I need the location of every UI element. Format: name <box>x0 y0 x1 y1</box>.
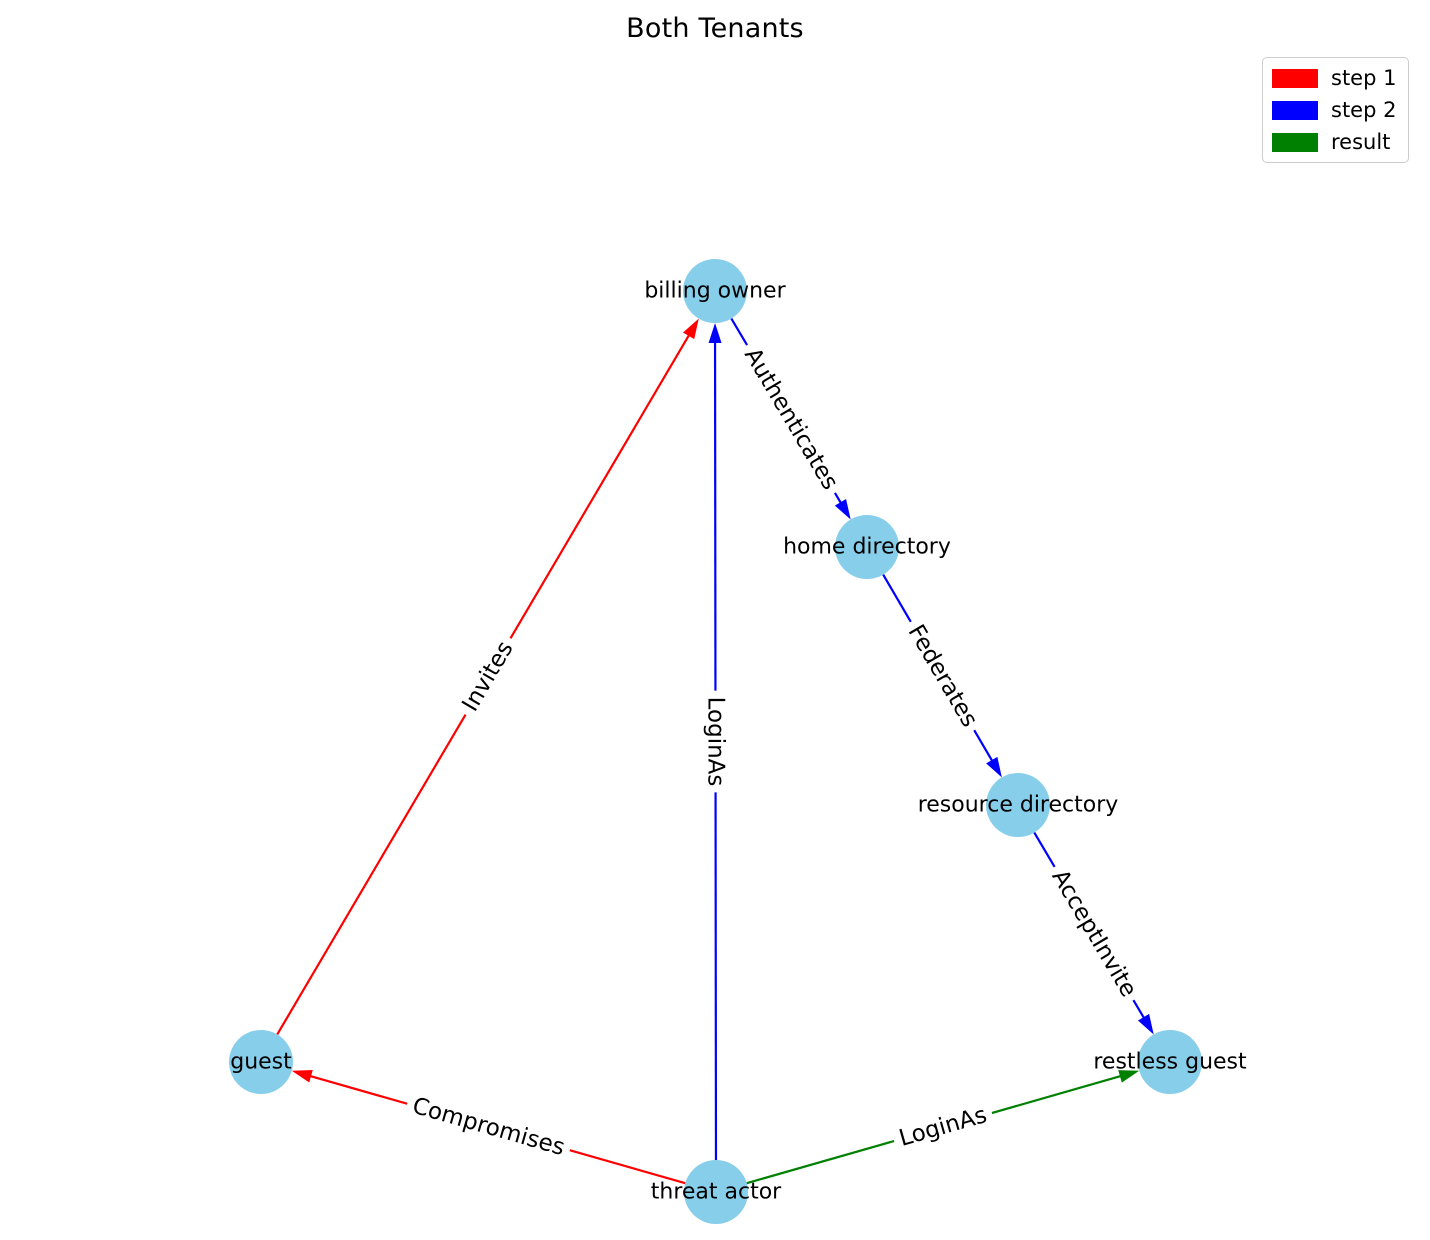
graph-edge-arrowhead <box>708 322 722 344</box>
legend-label-step-1: step 1 <box>1331 66 1397 90</box>
graph-node-label: resource directory <box>918 793 1119 818</box>
graph-edge-label-bg <box>735 337 847 501</box>
graph-edge-label: Authenticates <box>739 344 843 495</box>
graph-edge-arrowhead <box>1118 1070 1140 1083</box>
graph-edge-label: Compromises <box>409 1093 567 1161</box>
graph-edge-label-bg <box>453 631 523 722</box>
graph-edge-label-bg <box>403 1090 574 1164</box>
graph-node <box>986 773 1050 837</box>
graph-node <box>229 1030 293 1094</box>
graph-edge-arrowhead <box>1137 1013 1154 1035</box>
graph-edge-label-group: Invites <box>453 631 523 722</box>
graph-edge-label: LoginAs <box>702 697 728 787</box>
graph-edge-arrowhead <box>291 1070 313 1083</box>
graph-node-label: threat actor <box>651 1180 782 1205</box>
legend: step 1 step 2 result <box>1262 57 1409 163</box>
graph-edge-label-group: Authenticates <box>735 337 847 501</box>
legend-item-step-2: step 2 <box>1272 98 1399 122</box>
legend-label-step-2: step 2 <box>1331 98 1397 122</box>
graph-edge-label-bg <box>890 1099 996 1155</box>
graph-edge-arrowhead <box>834 498 851 520</box>
chart-title: Both Tenants <box>626 13 804 44</box>
graph-node <box>683 259 747 323</box>
graph-node <box>684 1160 748 1224</box>
graph-node <box>1138 1030 1202 1094</box>
legend-swatch-result <box>1272 132 1318 152</box>
graph-edge-arrowhead <box>986 756 1002 778</box>
legend-swatch-step-2 <box>1272 100 1318 120</box>
graph-edge-label: Invites <box>457 637 518 716</box>
graph-node-label: billing owner <box>644 279 786 304</box>
legend-label-result: result <box>1331 130 1391 154</box>
legend-item-result: result <box>1272 130 1399 154</box>
graph-edge-label-group: Federates <box>898 614 987 738</box>
graph-edge-label-bg <box>1042 859 1146 1008</box>
graph-node-label: restless guest <box>1093 1050 1247 1075</box>
graph-node-label: home directory <box>783 535 951 560</box>
legend-item-step-1: step 1 <box>1272 66 1399 90</box>
graph-edge-label: LoginAs <box>896 1102 989 1152</box>
graph-edge-label-bg <box>898 614 987 738</box>
graph-edge-arrowhead <box>683 318 699 340</box>
graph-edge-label: Federates <box>903 620 983 731</box>
graph-node-label: guest <box>230 1050 292 1075</box>
graph-edge-label: AcceptInvite <box>1046 865 1141 1001</box>
legend-swatch-step-1 <box>1272 68 1318 88</box>
graph-edge-label-group: Compromises <box>403 1090 574 1164</box>
graph-edge-label-bg <box>701 690 730 793</box>
graph-edge-label-group: LoginAs <box>890 1099 996 1155</box>
graph-node <box>835 515 899 579</box>
graph-edge-label-group: AcceptInvite <box>1042 859 1146 1008</box>
graph-edge-label-group: LoginAs <box>701 690 730 793</box>
